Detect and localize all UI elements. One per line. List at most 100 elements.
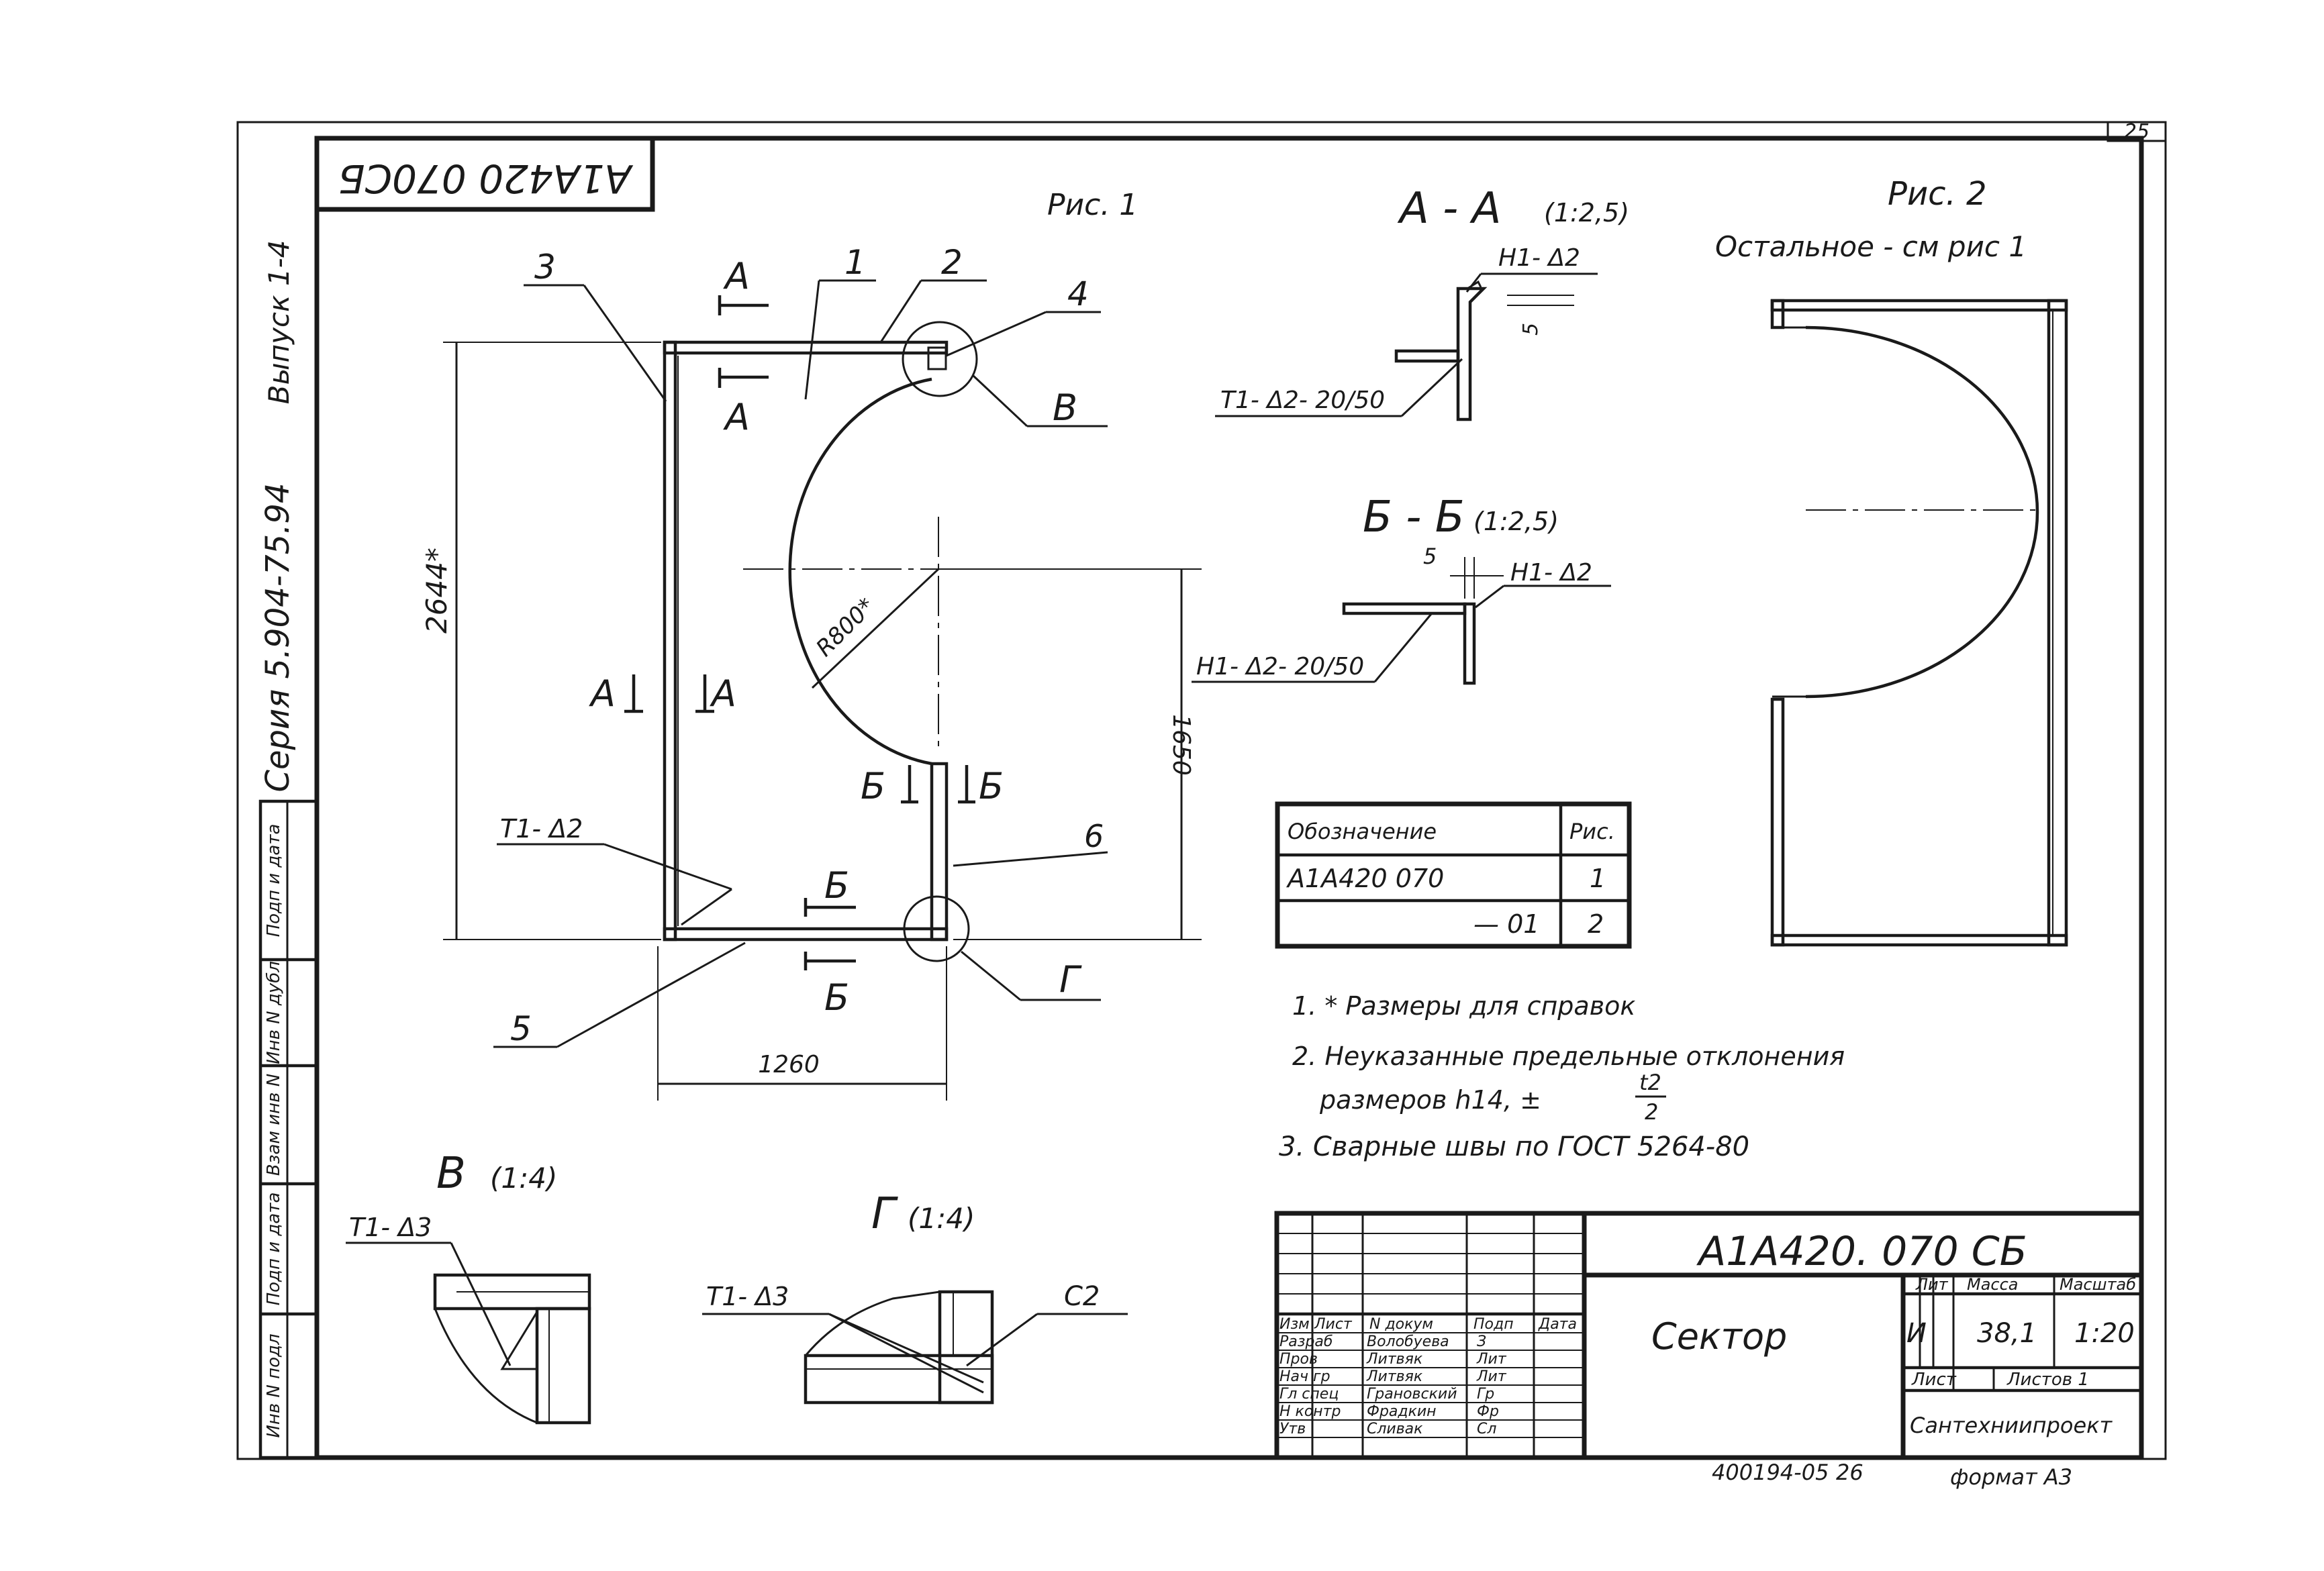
tb-sheet: Лист xyxy=(1911,1370,1957,1390)
dim-radius: R800* xyxy=(811,593,880,662)
strip-cell-2: Инв N дубл xyxy=(264,961,284,1064)
figure-2: Рис. 2 Остальное - см рис 1 xyxy=(1715,175,2068,947)
dim-height: 2644* xyxy=(420,548,453,634)
tb-signer-3-sig: Лит xyxy=(1476,1368,1507,1385)
tb-signer-4-sig: Гр xyxy=(1477,1386,1494,1403)
section-b-bottom-1: Б xyxy=(824,864,849,907)
callout-v: В xyxy=(1053,387,1077,429)
view-v: В (1:4) Т1- Δ3 xyxy=(346,1149,591,1425)
section-b-bottom-2: Б xyxy=(824,976,849,1019)
footer-format: формат А3 xyxy=(1950,1464,2072,1490)
section-aa-weld-top: Н1- Δ2 xyxy=(1498,244,1580,272)
view-v-title: В xyxy=(436,1149,466,1199)
tb-col-list: Лист xyxy=(1314,1316,1353,1333)
strip-cell-3: Взам инв N xyxy=(264,1074,284,1176)
tb-col-podp: Подп xyxy=(1473,1316,1514,1333)
tb-signer-3-name: Литвяк xyxy=(1366,1368,1423,1385)
notes: 1. * Размеры для справок 2. Неуказанные … xyxy=(1279,991,1845,1162)
tb-signer-4-name: Грановский xyxy=(1367,1386,1457,1403)
section-aa-scale: (1:2,5) xyxy=(1544,198,1629,227)
section-aa-dim: 5 xyxy=(1519,323,1543,336)
footer-num: 26 xyxy=(1836,1460,1863,1485)
tb-signer-6-sig: Сл xyxy=(1477,1421,1496,1437)
tb-signer-1-name: Волобуева xyxy=(1367,1333,1449,1350)
dim-right: 1650 xyxy=(1167,714,1195,776)
variants-table: Обозначение Рис. А1А420 070 1 — 01 2 xyxy=(1275,801,1632,949)
section-a-a: А - А (1:2,5) Н1- Δ2 5 Т1- Δ2- 20/50 xyxy=(1215,184,1629,421)
fig1-title: Рис. 1 xyxy=(1047,188,1138,222)
outer-frame: 25 xyxy=(236,120,2167,1460)
tb-designation: А1А420. 070 СБ xyxy=(1696,1228,2027,1275)
tb-name: Сектор xyxy=(1651,1315,1787,1358)
strip-cell-4: Подп и дата xyxy=(264,1193,284,1306)
fig2-subtitle: Остальное - см рис 1 xyxy=(1715,230,2027,263)
dim-width: 1260 xyxy=(758,1051,820,1078)
callout-6: 6 xyxy=(1084,818,1104,854)
tb-header-mass: Масса xyxy=(1967,1275,2019,1294)
tb-signer-6-role: Утв xyxy=(1279,1421,1306,1437)
tb-signer-5-sig: Фр xyxy=(1477,1403,1499,1420)
section-bb-title: Б - Б xyxy=(1363,493,1465,542)
rotated-document-code: А1А420 070СБ xyxy=(338,156,634,201)
tb-header-lit: Лит xyxy=(1915,1275,1949,1294)
tb-signer-1-sig: З xyxy=(1477,1333,1486,1350)
tb-signer-6-name: Сливак xyxy=(1367,1421,1423,1437)
section-bb-weld-top: Н1- Δ2 xyxy=(1510,559,1592,587)
note-2a: 2. Неуказанные предельные отклонения xyxy=(1292,1042,1845,1071)
tb-mass: 38,1 xyxy=(1977,1318,2037,1349)
table-header-designation: Обозначение xyxy=(1288,819,1437,844)
note-2b: размеров h14, ± xyxy=(1319,1085,1541,1115)
tb-signer-1-role: Разраб xyxy=(1279,1333,1333,1350)
view-g-title: Г xyxy=(871,1189,898,1239)
tb-col-ndoc: N докум xyxy=(1369,1316,1433,1333)
section-aa-title: А - А xyxy=(1397,184,1501,234)
strip-cell-1: Подп и дата xyxy=(264,824,284,937)
tb-signer-2-sig: Лит xyxy=(1476,1351,1507,1368)
left-signature-strip: Подп и дата Инв N дубл Взам инв N Подп и… xyxy=(258,799,319,1460)
tb-signer-2-role: Пров xyxy=(1279,1351,1318,1368)
tb-signer-4-role: Гл спец xyxy=(1279,1386,1339,1403)
title-block: Изм Лист N докум Подп Дата Разраб Волобу… xyxy=(1274,1211,2144,1460)
tb-col-data: Дата xyxy=(1538,1316,1577,1333)
tb-lit: И xyxy=(1906,1318,1927,1349)
tb-signer-2-name: Литвяк xyxy=(1366,1351,1423,1368)
view-v-scale: (1:4) xyxy=(490,1162,557,1195)
weld-t1-d2: Т1- Δ2 xyxy=(500,814,583,844)
section-b-stub-1: Б xyxy=(861,765,885,807)
section-bb-scale: (1:2,5) xyxy=(1473,507,1559,536)
table-row-1-code: А1А420 070 xyxy=(1286,864,1444,893)
tb-header-scale: Масштаб xyxy=(2060,1275,2136,1294)
note-3: 3. Сварные швы по ГОСТ 5264-80 xyxy=(1279,1131,1749,1162)
footer-code: 400194-05 xyxy=(1712,1460,1829,1485)
page-number: 25 xyxy=(2124,120,2149,144)
section-b-stub-2: Б xyxy=(979,765,1004,807)
callout-3: 3 xyxy=(534,248,556,287)
section-a-left-1: А xyxy=(589,672,616,715)
note-2-frac-num: t2 xyxy=(1639,1070,1661,1095)
view-v-weld: Т1- Δ3 xyxy=(349,1213,432,1242)
section-bb-weld-left: Н1- Δ2- 20/50 xyxy=(1196,653,1364,680)
table-header-fig: Рис. xyxy=(1569,819,1615,844)
section-b-b: Б - Б (1:2,5) 5 Н1- Δ2 Н1- Δ2- 20/50 xyxy=(1192,493,1611,685)
callout-2: 2 xyxy=(941,243,963,282)
view-g-scale: (1:4) xyxy=(908,1202,975,1235)
note-1: 1. * Размеры для справок xyxy=(1292,991,1635,1021)
section-aa-weld-bottom: Т1- Δ2- 20/50 xyxy=(1220,387,1385,414)
tb-signer-5-role: Н контр xyxy=(1279,1403,1341,1420)
section-a-top-2: А xyxy=(723,396,750,438)
tb-org: Сантехниипроект xyxy=(1910,1413,2113,1438)
fig2-title: Рис. 2 xyxy=(1888,175,1987,213)
figure-1: Рис. 1 R800* 2644* 1650 1260 xyxy=(420,188,1202,1101)
section-a-top-1: А xyxy=(723,255,750,297)
view-g: Г (1:4) Т1- Δ3 С2 xyxy=(702,1189,1128,1405)
tb-scale: 1:20 xyxy=(2074,1318,2135,1349)
view-g-weld: Т1- Δ3 xyxy=(706,1282,789,1311)
callout-1: 1 xyxy=(844,243,866,282)
series-label: Серия 5.904-75.94 xyxy=(259,483,297,793)
view-g-c2: С2 xyxy=(1064,1281,1100,1312)
note-2-frac-den: 2 xyxy=(1645,1099,1658,1125)
section-a-left-2: А xyxy=(710,672,736,715)
table-row-2-fig: 2 xyxy=(1588,909,1604,939)
tb-col-izm: Изм xyxy=(1279,1316,1310,1333)
